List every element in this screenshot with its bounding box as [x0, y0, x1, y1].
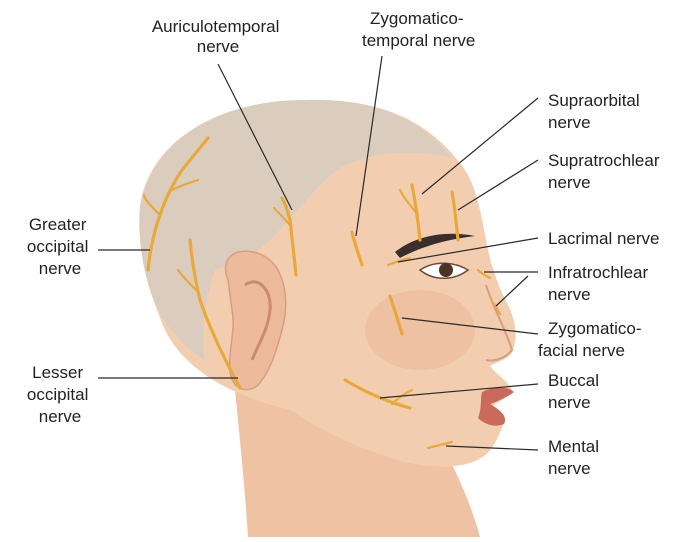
label-supratrochlear-line-1: Supratrochlear — [548, 151, 660, 170]
label-greater-occipital-line-1: Greater — [29, 215, 87, 234]
label-lesser-occipital-line-1: Lesser — [32, 363, 83, 382]
label-supraorbital-line-2: nerve — [548, 113, 591, 132]
label-buccal: Buccal nerve — [548, 371, 604, 412]
label-auriculotemporal-line-1: Auriculotemporal — [152, 17, 280, 36]
label-zygomaticotemporal-line-1: Zygomatico- — [370, 9, 464, 28]
label-buccal-line-1: Buccal — [548, 371, 599, 390]
label-zygomaticofacial: Zygomatico- facial nerve — [538, 319, 646, 360]
label-infratrochlear-line-1: Infratrochlear — [548, 263, 648, 282]
label-auriculotemporal: Auriculotemporal nerve — [152, 17, 284, 56]
label-greater-occipital: Greater occipital nerve — [27, 215, 93, 278]
label-supratrochlear-line-2: nerve — [548, 173, 591, 192]
label-zygomaticotemporal-line-2: temporal nerve — [362, 31, 475, 50]
label-zygomaticofacial-line-1: Zygomatico- — [548, 319, 642, 338]
label-zygomaticofacial-line-2: facial nerve — [538, 341, 625, 360]
cheek-shade — [365, 290, 475, 370]
label-lesser-occipital: Lesser occipital nerve — [27, 363, 93, 426]
label-lacrimal: Lacrimal nerve — [548, 229, 660, 248]
label-lesser-occipital-line-3: nerve — [39, 407, 82, 426]
label-lacrimal-line-1: Lacrimal nerve — [548, 229, 660, 248]
label-mental-line-1: Mental — [548, 437, 599, 456]
label-supraorbital-line-1: Supraorbital — [548, 91, 640, 110]
iris — [439, 263, 453, 277]
label-greater-occipital-line-2: occipital — [27, 237, 88, 256]
lips — [478, 388, 514, 426]
label-greater-occipital-line-3: nerve — [39, 259, 82, 278]
label-mental: Mental nerve — [548, 437, 604, 478]
label-mental-line-2: nerve — [548, 459, 591, 478]
label-supratrochlear: Supratrochlear nerve — [548, 151, 664, 192]
label-infratrochlear-line-2: nerve — [548, 285, 591, 304]
label-infratrochlear: Infratrochlear nerve — [548, 263, 653, 304]
label-lesser-occipital-line-2: occipital — [27, 385, 88, 404]
label-supraorbital: Supraorbital nerve — [548, 91, 644, 132]
label-buccal-line-2: nerve — [548, 393, 591, 412]
label-zygomaticotemporal: Zygomatico- temporal nerve — [362, 9, 475, 50]
head-figure — [139, 100, 515, 537]
label-auriculotemporal-line-2: nerve — [197, 37, 240, 56]
